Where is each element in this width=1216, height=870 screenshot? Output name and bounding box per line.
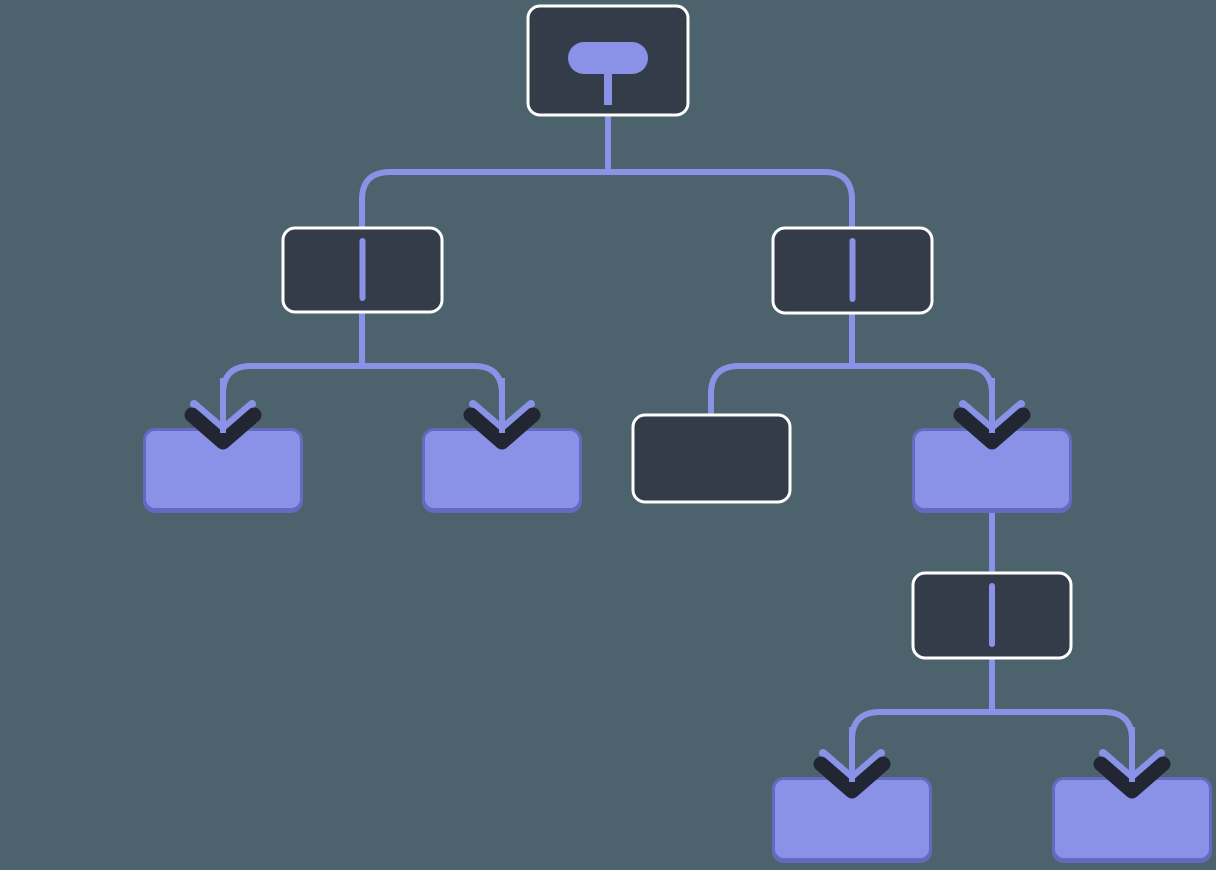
arrow-down-icon (184, 378, 262, 450)
chevron-dark-icon (813, 756, 891, 799)
pass-through-line-icon (359, 238, 366, 301)
node-box-purple (1055, 780, 1209, 858)
node-box-dark (631, 413, 792, 504)
node-leaf-4 (772, 777, 932, 863)
chevron-dark-icon (463, 407, 541, 450)
node-box-purple (146, 431, 300, 508)
node-node-plain (631, 413, 792, 504)
connector-rail (359, 169, 855, 240)
arrow-down-icon (463, 378, 541, 450)
chevron-dark-icon (953, 407, 1031, 450)
node-root (526, 4, 690, 117)
root-pill-icon (568, 42, 648, 74)
arrow-down-icon (813, 727, 891, 799)
node-box-purple (775, 780, 929, 858)
node-branch-left (281, 226, 444, 314)
arrow-down-icon (1093, 727, 1171, 799)
node-leaf-1 (143, 428, 303, 513)
arrowheads (184, 378, 1171, 799)
node-branch-lower (911, 571, 1073, 660)
arrow-down-icon (953, 378, 1031, 450)
node-leaf-2 (422, 428, 582, 513)
chevron-dark-icon (1093, 756, 1171, 799)
node-leaf-5 (1052, 777, 1212, 863)
node-box-purple (915, 431, 1069, 508)
nodes (143, 4, 1212, 863)
root-pill-stem-icon (604, 68, 612, 105)
pass-through-line-icon (849, 238, 856, 302)
node-box-purple (425, 431, 579, 508)
node-branch-right (771, 226, 934, 315)
chevron-dark-icon (184, 407, 262, 450)
node-leaf-3 (912, 428, 1072, 513)
pass-through-line-icon (989, 583, 995, 647)
